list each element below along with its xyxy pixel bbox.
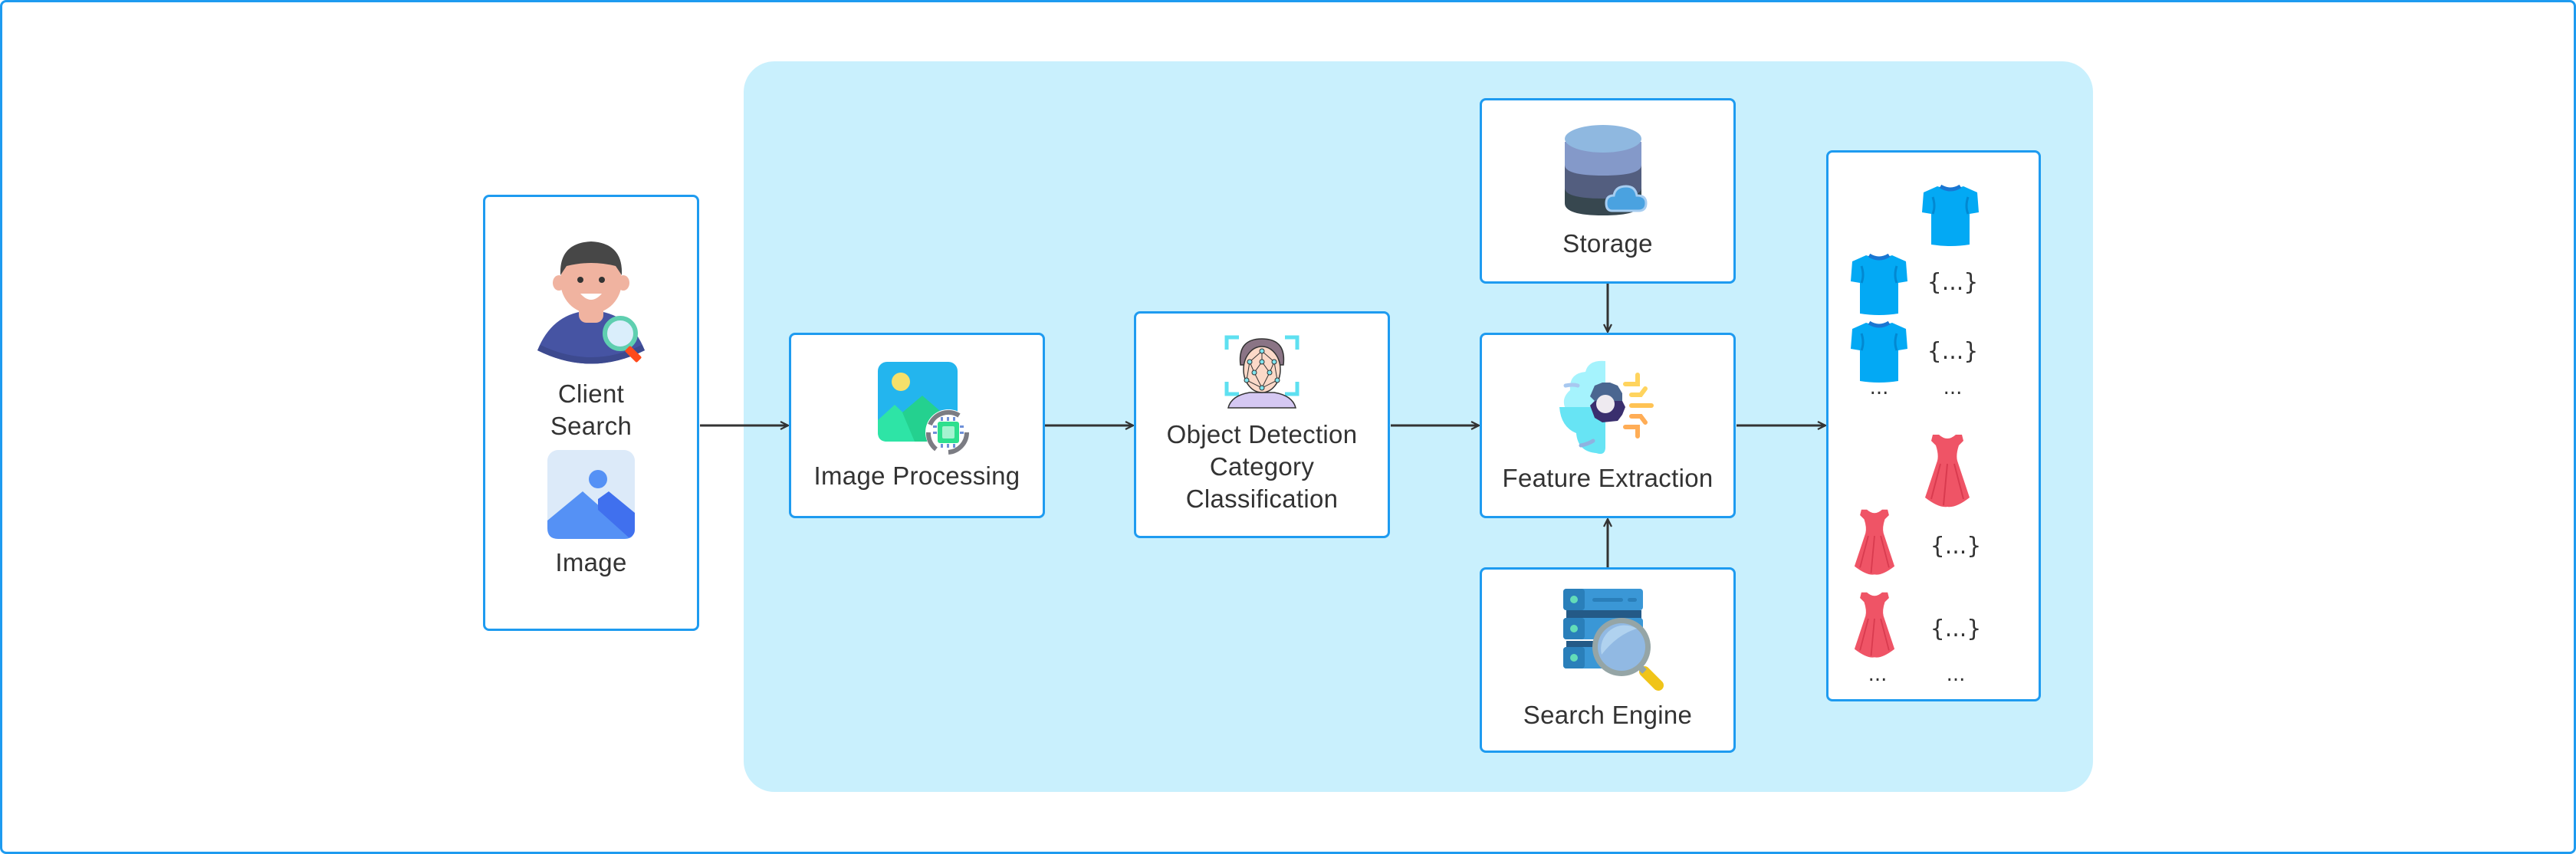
brain-gear-icon <box>1559 360 1654 454</box>
result-record-placeholder: {...} <box>1927 269 1979 296</box>
result-record-placeholder: {...} <box>1927 338 1979 365</box>
search-engine-node[interactable]: Search Engine <box>1480 567 1736 753</box>
tshirt-icon <box>1851 253 1907 315</box>
result-record-placeholder: {...} <box>1930 533 1982 560</box>
image-processing-icon <box>878 362 971 455</box>
object-detection-label-line1: Object Detection <box>1166 420 1358 448</box>
image-icon <box>547 450 635 539</box>
tshirt-icon <box>1851 320 1907 383</box>
dress-icon <box>1854 509 1895 575</box>
client-search-node[interactable]: Client Search Image <box>483 195 699 631</box>
face-recognition-icon <box>1224 335 1300 409</box>
object-detection-label-line2: Category <box>1209 452 1315 481</box>
tshirt-icon <box>1922 184 1979 246</box>
dress-icon <box>1854 592 1895 658</box>
feature-extraction-label: Feature Extraction <box>1502 464 1714 492</box>
feature-extraction-node[interactable]: Feature Extraction <box>1480 333 1736 518</box>
result-more-ellipsis: ... <box>1946 663 1966 686</box>
object-detection-node[interactable]: Object Detection Category Classification <box>1134 311 1390 538</box>
results-node[interactable]: {...} {...} ... ... {...} {...} ... ... <box>1826 150 2041 701</box>
image-processing-label: Image Processing <box>813 461 1020 490</box>
result-more-ellipsis: ... <box>1943 376 1963 399</box>
cloud-database-icon <box>1565 125 1648 215</box>
client-label-line1: Client <box>557 379 625 408</box>
image-label: Image <box>555 548 627 576</box>
dress-icon <box>1925 435 1970 507</box>
storage-node[interactable]: Storage <box>1480 98 1736 284</box>
image-processing-node[interactable]: Image Processing <box>789 333 1045 518</box>
user-search-icon <box>537 241 645 364</box>
storage-label: Storage <box>1562 229 1653 258</box>
result-more-ellipsis: ... <box>1868 663 1888 686</box>
result-record-placeholder: {...} <box>1930 616 1982 642</box>
client-label-line2: Search <box>550 412 632 440</box>
result-more-ellipsis: ... <box>1869 376 1889 399</box>
object-detection-label-line3: Classification <box>1185 484 1339 513</box>
search-engine-label: Search Engine <box>1523 701 1693 729</box>
server-search-icon <box>1563 589 1664 691</box>
